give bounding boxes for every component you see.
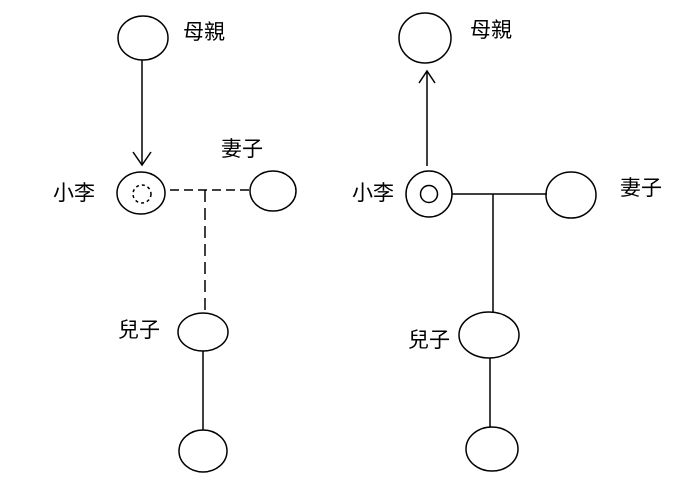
left-grandchild-node xyxy=(178,429,228,473)
left-arrow-head-icon xyxy=(132,151,152,167)
right-arrow-head-icon xyxy=(418,69,436,84)
left-son-node xyxy=(177,312,229,352)
left-mother-node xyxy=(117,15,169,61)
right-diagram xyxy=(398,12,597,472)
right-son-node xyxy=(458,311,520,359)
left-son-label: 兒子 xyxy=(118,318,160,342)
left-diagram xyxy=(116,15,297,473)
right-wife-label: 妻子 xyxy=(620,176,662,200)
left-self-inner-dashed-marker xyxy=(132,184,152,204)
left-wife-label: 妻子 xyxy=(221,137,263,161)
left-self-label: 小李 xyxy=(53,181,95,205)
right-mother-label: 母親 xyxy=(470,18,512,42)
right-wife-node xyxy=(545,171,597,219)
right-mother-node xyxy=(398,12,452,64)
right-son-label: 兒子 xyxy=(408,328,450,352)
right-self-label: 小李 xyxy=(352,181,394,205)
right-self-node xyxy=(405,170,453,218)
left-self-node xyxy=(116,171,166,215)
right-grandchild-node xyxy=(465,426,519,472)
right-self-inner-marker xyxy=(419,184,439,204)
left-mother-label: 母親 xyxy=(183,20,225,44)
left-wife-node xyxy=(249,170,297,212)
